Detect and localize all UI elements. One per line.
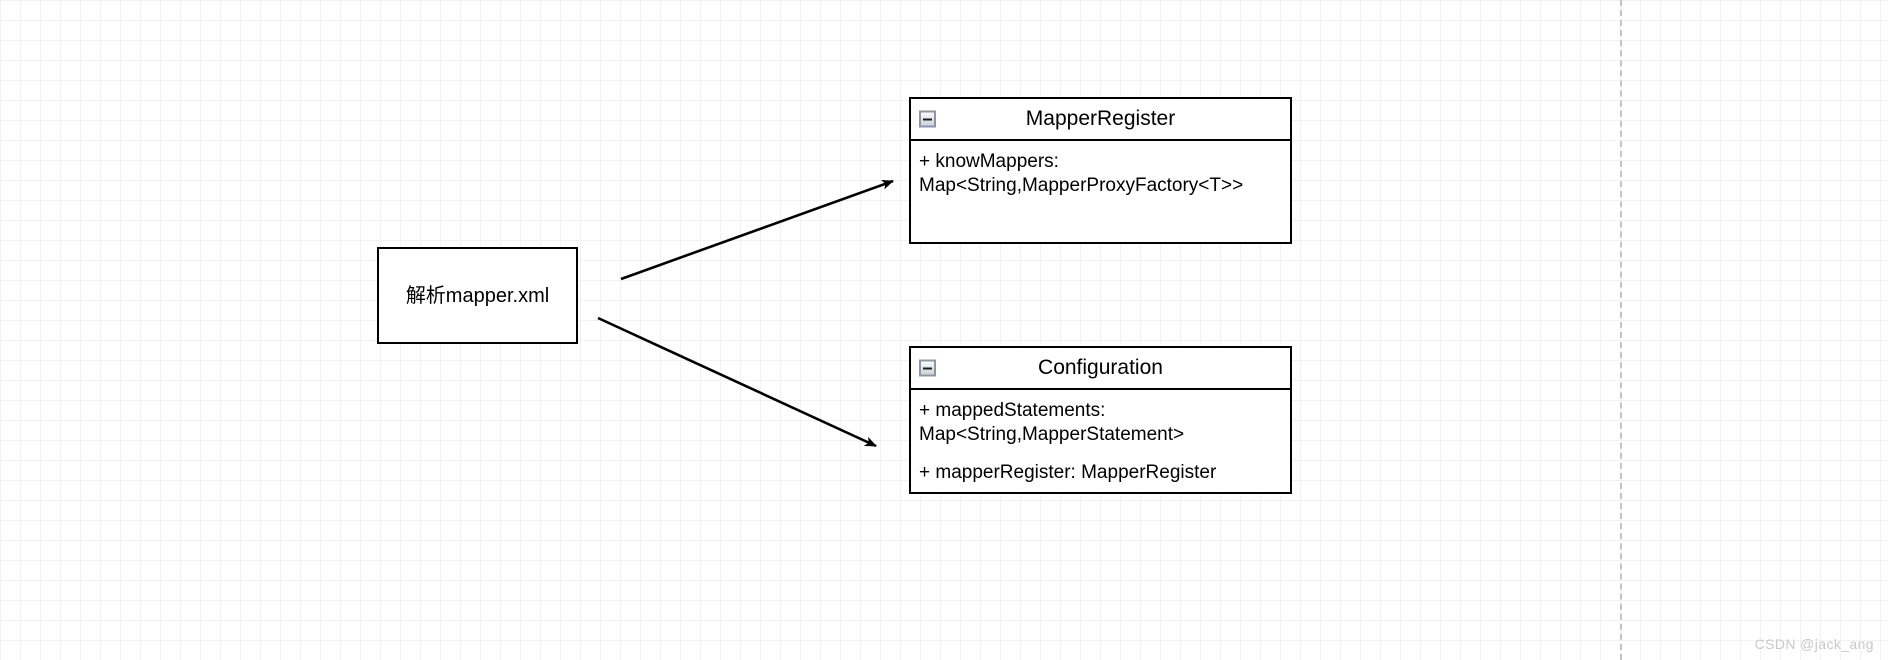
uml-attribute: + mappedStatements: Map<String,MapperSta… bbox=[919, 400, 1185, 446]
uml-class-title: Configuration bbox=[1038, 356, 1163, 379]
uml-class-attributes: + knowMappers: Map<String,MapperProxyFac… bbox=[911, 141, 1290, 242]
page-break-line bbox=[1620, 0, 1622, 660]
watermark-text: CSDN @jack_ang bbox=[1754, 636, 1874, 652]
uml-class-configuration[interactable]: Configuration + mappedStatements: Map<St… bbox=[909, 346, 1292, 494]
uml-attribute: + knowMappers: Map<String,MapperProxyFac… bbox=[919, 151, 1244, 197]
uml-class-header: MapperRegister bbox=[911, 99, 1290, 141]
uml-attribute: + mapperRegister: MapperRegister bbox=[919, 461, 1217, 483]
uml-class-mapperregister[interactable]: MapperRegister + knowMappers: Map<String… bbox=[909, 97, 1292, 244]
process-box-parse-mapper-xml[interactable]: 解析mapper.xml bbox=[377, 247, 578, 344]
uml-class-attributes: + mappedStatements: Map<String,MapperSta… bbox=[911, 390, 1290, 492]
uml-class-header: Configuration bbox=[911, 348, 1290, 390]
minus-icon[interactable] bbox=[919, 359, 936, 377]
uml-class-title: MapperRegister bbox=[1025, 107, 1176, 130]
minus-icon[interactable] bbox=[919, 110, 936, 128]
process-box-label: 解析mapper.xml bbox=[405, 284, 550, 307]
